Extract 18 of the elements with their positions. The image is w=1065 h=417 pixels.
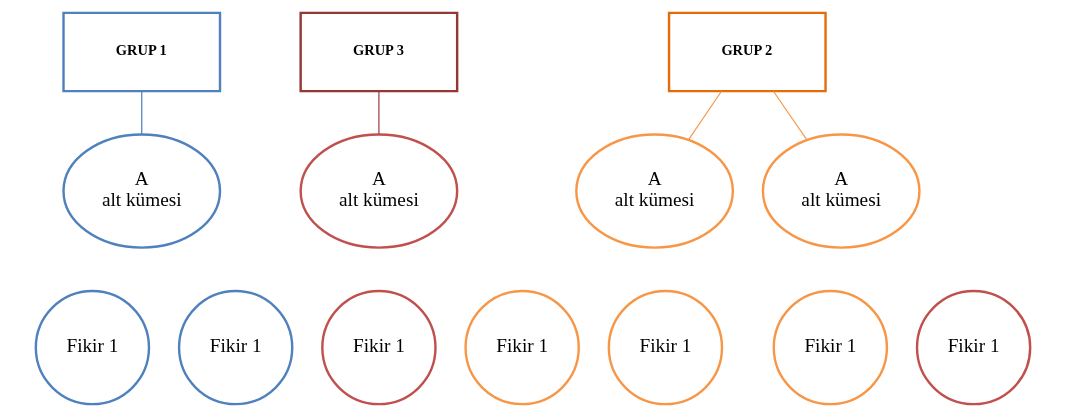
- connector: [377, 90, 379, 135]
- node-box: GRUP 3: [298, 11, 458, 93]
- connector: [687, 90, 722, 141]
- node-ellipse: A alt kümesi: [61, 133, 221, 249]
- node-box: GRUP 2: [667, 11, 827, 93]
- connector: [140, 90, 142, 135]
- node-ellipse: A alt kümesi: [761, 133, 921, 249]
- node-box: GRUP 1: [61, 11, 221, 93]
- node-circle: Fikir 1: [915, 289, 1031, 406]
- node-circle: Fikir 1: [34, 289, 150, 406]
- connector: [772, 90, 807, 141]
- node-circle: Fikir 1: [320, 289, 437, 406]
- node-circle: Fikir 1: [463, 289, 580, 406]
- node-ellipse: A alt kümesi: [298, 133, 458, 249]
- node-circle: Fikir 1: [607, 289, 723, 406]
- node-circle: Fikir 1: [772, 289, 888, 406]
- node-circle: Fikir 1: [177, 289, 293, 406]
- node-ellipse: A alt kümesi: [574, 133, 734, 249]
